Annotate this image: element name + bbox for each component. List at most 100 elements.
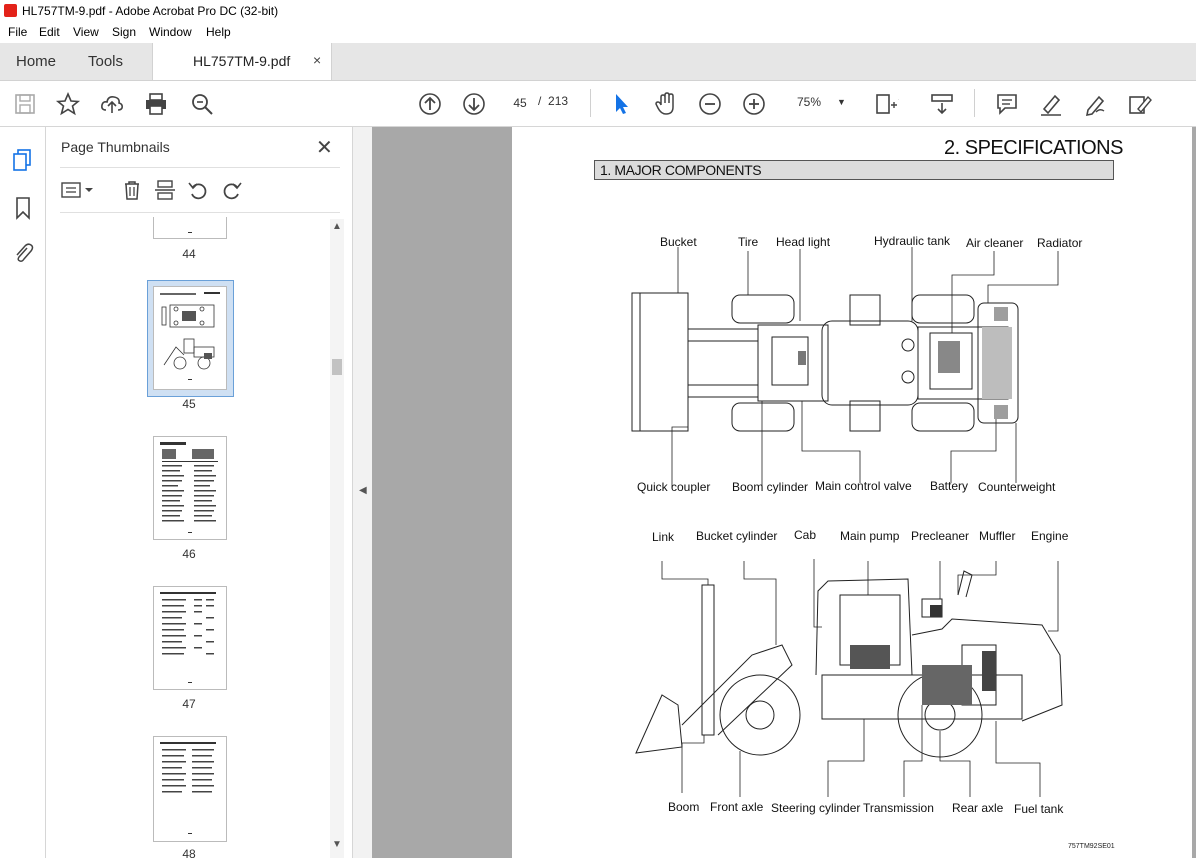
label-muffler: Muffler xyxy=(979,529,1016,543)
thumbnail-panel: Page Thumbnails ✕ 44 xyxy=(46,127,352,861)
tab-document-label: HL757TM-9.pdf xyxy=(193,53,291,69)
page-number-input[interactable]: 45 xyxy=(505,91,535,115)
highlight-pen-icon[interactable] xyxy=(1038,91,1064,117)
menu-window[interactable]: Window xyxy=(149,25,192,39)
thumbnail-page-number: 46 xyxy=(182,547,196,561)
scroll-up-icon[interactable]: ▲ xyxy=(332,221,342,232)
page-heading: 2. SPECIFICATIONS xyxy=(944,137,1123,159)
toolbar: 45 / 213 75% ▼ xyxy=(0,81,1196,127)
top-view-drawing xyxy=(631,247,1059,487)
menu-help[interactable]: Help xyxy=(206,25,231,39)
panel-divider xyxy=(60,167,340,168)
scroll-down-icon[interactable]: ▼ xyxy=(332,839,342,850)
bookmarks-icon[interactable] xyxy=(12,195,34,221)
scrollbar-thumb[interactable] xyxy=(332,359,342,375)
label-main-pump: Main pump xyxy=(840,529,900,543)
page-thumbnail[interactable] xyxy=(153,217,227,239)
label-cab: Cab xyxy=(794,528,817,542)
section-bar: 1. MAJOR COMPONENTS xyxy=(594,160,1114,180)
label-precleaner: Precleaner xyxy=(911,529,970,543)
toolbar-divider xyxy=(974,89,975,117)
section-title: 1. MAJOR COMPONENTS xyxy=(600,162,762,178)
zoom-level-select[interactable]: 75% ▼ xyxy=(785,91,855,113)
toolbar-divider xyxy=(590,89,591,117)
page-total-value: 213 xyxy=(548,94,569,108)
delete-page-icon[interactable] xyxy=(121,179,143,201)
tab-document[interactable]: HL757TM-9.pdf × xyxy=(152,43,332,80)
rotate-left-icon[interactable] xyxy=(187,179,209,201)
chevron-down-icon: ▼ xyxy=(837,97,846,107)
tab-tools[interactable]: Tools xyxy=(88,53,124,70)
select-cursor-icon[interactable] xyxy=(608,91,634,117)
zoom-out-icon[interactable] xyxy=(697,91,723,117)
menu-bar: File Edit View Sign Window Help xyxy=(0,22,1196,43)
label-boom-cylinder: Boom cylinder xyxy=(732,480,809,494)
label-front-axle: Front axle xyxy=(710,800,764,814)
window-title: HL757TM-9.pdf - Adobe Acrobat Pro DC (32… xyxy=(22,4,279,18)
close-panel-icon[interactable]: ✕ xyxy=(316,137,333,159)
panel-splitter[interactable]: ◀ xyxy=(352,127,373,858)
page-thumbnail-current[interactable] xyxy=(153,286,227,390)
panel-divider xyxy=(60,212,340,213)
save-icon[interactable] xyxy=(12,91,38,117)
label-link: Link xyxy=(652,530,675,544)
label-steering-cylinder: Steering cylinder xyxy=(771,801,861,815)
label-boom: Boom xyxy=(668,800,700,814)
label-bucket-cylinder: Bucket cylinder xyxy=(696,529,778,543)
menu-file[interactable]: File xyxy=(8,25,28,39)
print-icon[interactable] xyxy=(143,91,169,117)
rotate-right-icon[interactable] xyxy=(221,179,243,201)
thumbnail-options-icon[interactable] xyxy=(61,180,97,200)
page-fit-icon[interactable] xyxy=(873,91,902,117)
page-thumbnail[interactable] xyxy=(153,736,227,842)
comment-icon[interactable] xyxy=(994,91,1020,117)
label-transmission: Transmission xyxy=(863,801,934,815)
fill-sign-icon[interactable] xyxy=(1126,91,1152,117)
page-thumbnail[interactable] xyxy=(153,586,227,690)
attachments-icon[interactable] xyxy=(11,240,35,266)
next-page-icon[interactable] xyxy=(461,91,487,117)
acrobat-icon xyxy=(4,4,17,17)
thumbnail-page-number: 44 xyxy=(182,247,196,261)
menu-view[interactable]: View xyxy=(73,25,99,39)
label-head-light: Head light xyxy=(776,235,831,249)
side-view-drawing xyxy=(635,559,1063,797)
tab-close-icon[interactable]: × xyxy=(313,52,322,68)
label-engine: Engine xyxy=(1031,529,1069,543)
menu-edit[interactable]: Edit xyxy=(39,25,60,39)
thumbnail-page-number: 48 xyxy=(182,847,196,861)
page-thumbnail[interactable] xyxy=(153,436,227,540)
tab-bar: Home Tools HL757TM-9.pdf × xyxy=(0,43,1196,81)
upload-cloud-icon[interactable] xyxy=(99,91,125,117)
insert-page-icon[interactable] xyxy=(154,179,176,201)
panel-title: Page Thumbnails xyxy=(61,139,170,155)
label-radiator: Radiator xyxy=(1037,236,1083,250)
title-bar: HL757TM-9.pdf - Adobe Acrobat Pro DC (32… xyxy=(0,0,1196,22)
label-tire: Tire xyxy=(738,235,759,249)
thumbnail-scrollbar[interactable]: ▲ ▼ xyxy=(330,219,344,858)
draw-pen-icon[interactable] xyxy=(1082,91,1108,117)
bookmark-star-icon[interactable] xyxy=(55,91,81,117)
label-hydraulic-tank: Hydraulic tank xyxy=(874,234,951,248)
page-separator: / xyxy=(538,94,542,108)
hand-pan-icon[interactable] xyxy=(653,91,679,117)
label-main-control-valve: Main control valve xyxy=(815,479,912,493)
page-thumbnails-icon[interactable] xyxy=(11,147,35,173)
page-total: / 213 xyxy=(538,94,568,108)
scroll-mode-icon[interactable] xyxy=(929,91,955,117)
zoom-level: 75% xyxy=(797,95,822,109)
label-fuel-tank: Fuel tank xyxy=(1014,802,1064,816)
label-rear-axle: Rear axle xyxy=(952,801,1004,815)
figure-code: 757TM92SE01 xyxy=(1068,843,1115,850)
thumbnail-page-number: 47 xyxy=(182,697,196,711)
tab-home[interactable]: Home xyxy=(16,53,57,70)
prev-page-icon[interactable] xyxy=(417,91,443,117)
label-air-cleaner: Air cleaner xyxy=(966,236,1024,250)
label-battery: Battery xyxy=(930,479,969,493)
zoom-search-icon[interactable] xyxy=(189,91,215,117)
menu-sign[interactable]: Sign xyxy=(112,25,137,39)
document-viewer[interactable]: 2. SPECIFICATIONS 1. MAJOR COMPONENTS xyxy=(372,127,1196,858)
pdf-page: 2. SPECIFICATIONS 1. MAJOR COMPONENTS xyxy=(512,127,1192,858)
zoom-in-icon[interactable] xyxy=(741,91,767,117)
collapse-panel-icon[interactable]: ◀ xyxy=(359,485,367,496)
